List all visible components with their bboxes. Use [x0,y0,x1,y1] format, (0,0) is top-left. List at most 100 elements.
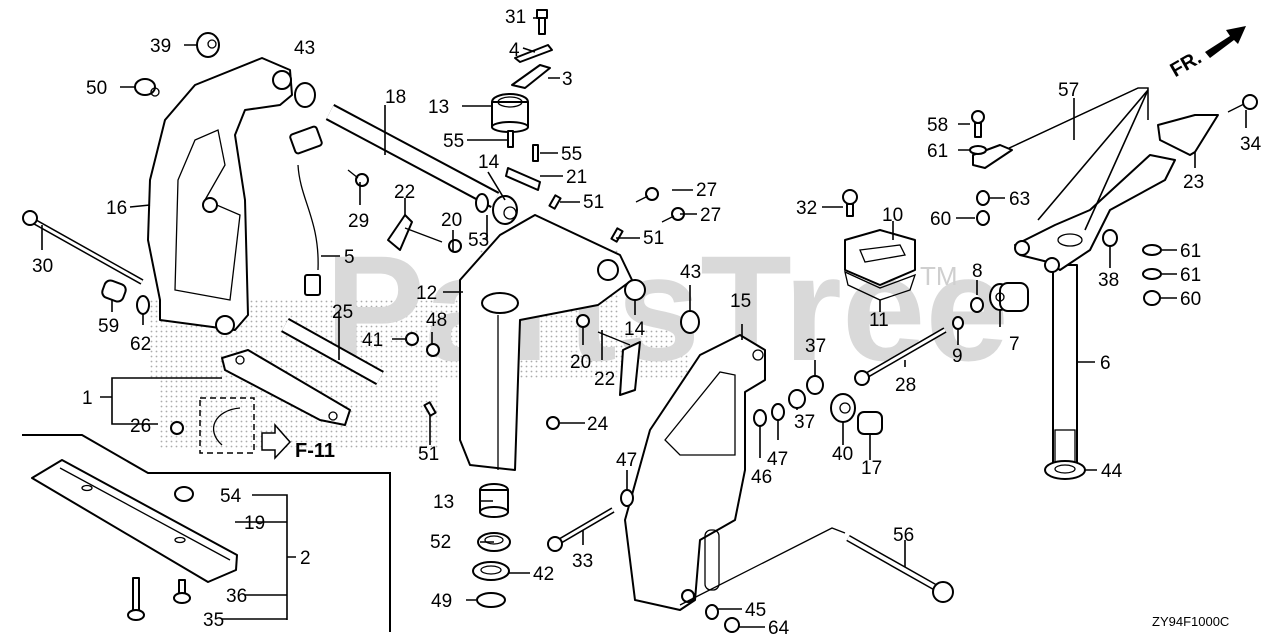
part-13-bushing-bottom[interactable] [479,483,509,518]
callout-36[interactable]: 36 [226,586,247,607]
part-48-washer[interactable] [426,343,440,357]
callout-61[interactable]: 61 [927,141,948,162]
part-56-bolt[interactable] [846,534,954,603]
part-22-lever-a[interactable] [387,214,443,251]
part-28-bolt[interactable] [854,327,947,386]
callout-13[interactable]: 13 [428,97,449,118]
part-27-bolt-a[interactable] [635,187,659,203]
callout-24[interactable]: 24 [587,414,609,435]
part-36-bolt[interactable] [173,579,191,604]
callout-19[interactable]: 19 [244,513,265,534]
callout-1[interactable]: 1 [82,388,93,409]
part-37-nut-b[interactable] [788,389,806,409]
part-41-bolt[interactable] [405,332,419,346]
callout-40[interactable]: 40 [832,444,853,465]
part-16-stern-bracket-left[interactable] [147,57,293,335]
callout-14[interactable]: 14 [624,319,646,340]
callout-62[interactable]: 62 [130,334,151,355]
part-20-bolt-a[interactable] [448,239,462,253]
callout-47[interactable]: 47 [616,450,637,471]
part-26-screw[interactable] [170,421,184,435]
part-1-cable-plate[interactable] [221,349,351,426]
callout-15[interactable]: 15 [730,291,751,312]
callout-22[interactable]: 22 [394,182,415,203]
callout-26[interactable]: 26 [130,416,151,437]
callout-41[interactable]: 41 [362,330,383,351]
callout-34[interactable]: 34 [1240,134,1262,155]
part-39-nut[interactable] [196,32,220,58]
part-30-bolt[interactable] [22,210,144,285]
callout-50[interactable]: 50 [86,78,107,99]
callout-22[interactable]: 22 [594,369,615,390]
part-46-washer[interactable] [753,409,767,427]
part-4-plate[interactable] [514,44,553,63]
callout-11[interactable]: 11 [869,310,889,331]
part-14-bushing-b[interactable] [624,279,646,301]
part-8-nut[interactable] [970,297,984,313]
part-3-lever[interactable] [511,64,551,89]
callout-32[interactable]: 32 [796,198,817,219]
callout-25[interactable]: 25 [332,302,353,323]
callout-37[interactable]: 37 [794,412,815,433]
part-55-pin-a[interactable] [507,130,514,148]
part-7-bushing[interactable] [989,282,1029,312]
part-61-washer-b[interactable] [1142,244,1162,256]
callout-27[interactable]: 27 [696,180,717,201]
part-6-steering-shaft[interactable] [1052,264,1078,466]
callout-4[interactable]: 4 [509,40,520,61]
part-25-rod[interactable] [281,318,384,385]
part-55-pin-b[interactable] [532,144,539,162]
callout-29[interactable]: 29 [348,211,369,232]
callout-51[interactable]: 51 [643,228,664,249]
callout-5[interactable]: 5 [344,247,355,268]
callout-64[interactable]: 64 [768,618,790,639]
callout-23[interactable]: 23 [1183,172,1204,193]
callout-52[interactable]: 52 [430,532,451,553]
callout-57[interactable]: 57 [1058,80,1079,101]
part-44-washer[interactable] [1044,460,1086,480]
part-49-clip[interactable] [476,592,506,608]
callout-28[interactable]: 28 [895,375,916,396]
callout-44[interactable]: 44 [1101,461,1123,482]
part-62-washer[interactable] [136,295,150,315]
part-19-cover-plate[interactable] [31,459,238,583]
part-21-shaft-pin[interactable] [505,167,541,191]
part-58-bolt[interactable] [971,110,985,138]
callout-20[interactable]: 20 [570,352,591,373]
part-15-stern-bracket-right[interactable] [624,334,766,611]
part-5-switch-harness[interactable] [289,125,323,296]
callout-30[interactable]: 30 [32,256,53,277]
callout-8[interactable]: 8 [972,261,983,282]
part-38-collar[interactable] [1102,229,1118,247]
part-51-grease-nipple-c[interactable] [423,401,437,417]
callout-61[interactable]: 61 [1180,265,1201,286]
part-47-washer-b[interactable] [771,403,785,421]
callout-56[interactable]: 56 [893,525,914,546]
part-34-bolt[interactable] [1227,94,1258,113]
part-60-nut-a[interactable] [976,210,990,226]
callout-60[interactable]: 60 [1180,289,1201,310]
part-63-collar[interactable] [976,190,990,206]
callout-51[interactable]: 51 [583,192,604,213]
part-10-cover[interactable] [844,229,916,286]
callout-46[interactable]: 46 [751,467,772,488]
callout-59[interactable]: 59 [98,316,119,337]
callout-38[interactable]: 38 [1098,270,1119,291]
callout-13[interactable]: 13 [433,492,454,513]
part-61-washer-a[interactable] [969,145,987,155]
callout-20[interactable]: 20 [441,210,462,231]
callout-54[interactable]: 54 [220,486,242,507]
callout-7[interactable]: 7 [1009,334,1020,355]
part-60-nut-b[interactable] [1143,290,1161,306]
callout-55[interactable]: 55 [443,131,464,152]
callout-16[interactable]: 16 [106,198,127,219]
callout-42[interactable]: 42 [533,564,554,585]
callout-51[interactable]: 51 [418,444,439,465]
part-23-bracket[interactable] [1157,114,1219,156]
callout-43[interactable]: 43 [680,262,701,283]
part-59-collar[interactable] [101,279,128,303]
part-24-bolt[interactable] [546,416,560,430]
callout-27[interactable]: 27 [700,205,721,226]
part-20-bolt-b[interactable] [576,314,590,328]
part-40-nut[interactable] [830,393,856,423]
